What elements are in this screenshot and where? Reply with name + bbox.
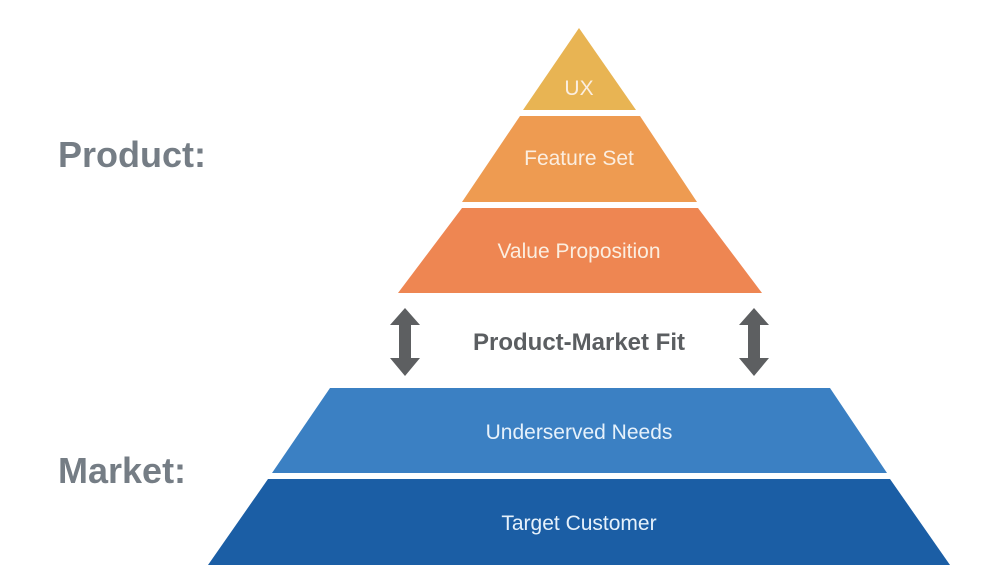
pyramid-layer-ux — [523, 28, 636, 110]
pyramid-layer-value-proposition — [398, 208, 762, 293]
pyramid-layer-feature-set — [462, 116, 697, 202]
side-label-market: Market: — [58, 450, 186, 491]
product-market-fit-label: Product-Market Fit — [473, 329, 685, 356]
double-arrow-right-icon — [739, 308, 769, 376]
layer-label-feature-set: Feature Set — [524, 147, 634, 170]
layer-label-value-proposition: Value Proposition — [497, 240, 660, 263]
pyramid-layer-target-customer — [208, 479, 950, 565]
double-arrow-left-icon — [390, 308, 420, 376]
pyramid-layer-underserved-needs — [272, 388, 887, 473]
side-label-product: Product: — [58, 134, 206, 175]
layer-label-underserved-needs: Underserved Needs — [486, 421, 673, 444]
layer-label-target-customer: Target Customer — [501, 512, 656, 535]
layer-label-ux: UX — [564, 77, 593, 100]
